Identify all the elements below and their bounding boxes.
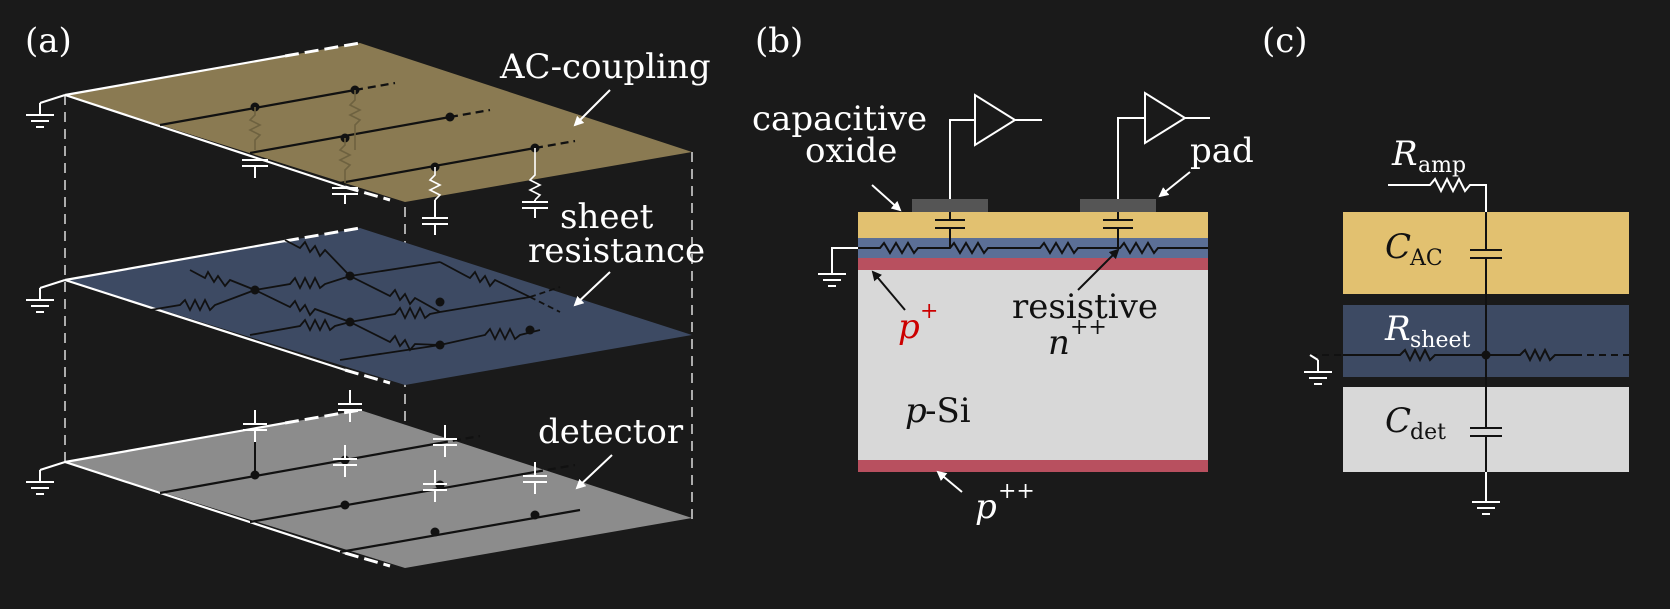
p-plus-plus-layer [858,460,1208,472]
n-label: n [1048,323,1070,363]
p-si-bulk [858,270,1208,470]
sheet-layer [64,226,692,385]
p-plus-superscript: + [920,299,938,324]
panel-a-tag: (a) [25,21,72,61]
detector-layer [64,389,692,568]
ground-icon [25,469,55,495]
oxide-label: oxide [805,131,897,171]
c-ac-subscript: AC [1409,246,1443,271]
r-sheet-label: R [1384,309,1411,349]
r-amp-label: R [1391,134,1418,174]
ground-icon [1303,359,1333,385]
p-plus-plus-label: p [975,487,997,527]
ac-coupling-layer [64,41,692,235]
ground-icon [25,287,55,313]
ground-icon [25,102,55,128]
detector-label: detector [538,412,684,452]
panel-b-tag: (b) [755,21,803,61]
sheet-label-2: resistance [528,231,705,271]
p-si-label: -Si [925,391,971,431]
c-ac-label: C [1385,227,1411,267]
n-superscript: ++ [1070,315,1107,340]
c-det-label: C [1385,401,1411,441]
pad-left [912,199,988,212]
p-plus-label: p [898,307,920,347]
sheet-label-1: sheet [560,197,654,237]
pad-right [1080,199,1156,212]
r-sheet-subscript: sheet [1410,328,1470,353]
r-amp-subscript: amp [1418,153,1466,178]
c-det-subscript: det [1410,420,1446,445]
oxide-layer [858,212,1208,238]
ground-icon [817,261,847,287]
p-plus-layer [858,258,1208,270]
pad-label: pad [1190,131,1254,171]
resistive-label: resistive [1012,287,1158,327]
p-plus-plus-superscript: ++ [998,479,1035,504]
ground-icon [1471,489,1501,515]
panel-c: R amp C AC R sheet C det [1303,134,1629,515]
panel-a: AC-coupling sheet resistance detector [25,41,711,568]
capacitive-label: capacitive [752,99,927,139]
panel-c-tag: (c) [1262,21,1308,61]
p-si-italic: p [905,391,927,431]
panel-b: capacitive oxide pad p + resistive n ++ … [752,91,1254,527]
ac-coupling-label: AC-coupling [499,47,711,87]
